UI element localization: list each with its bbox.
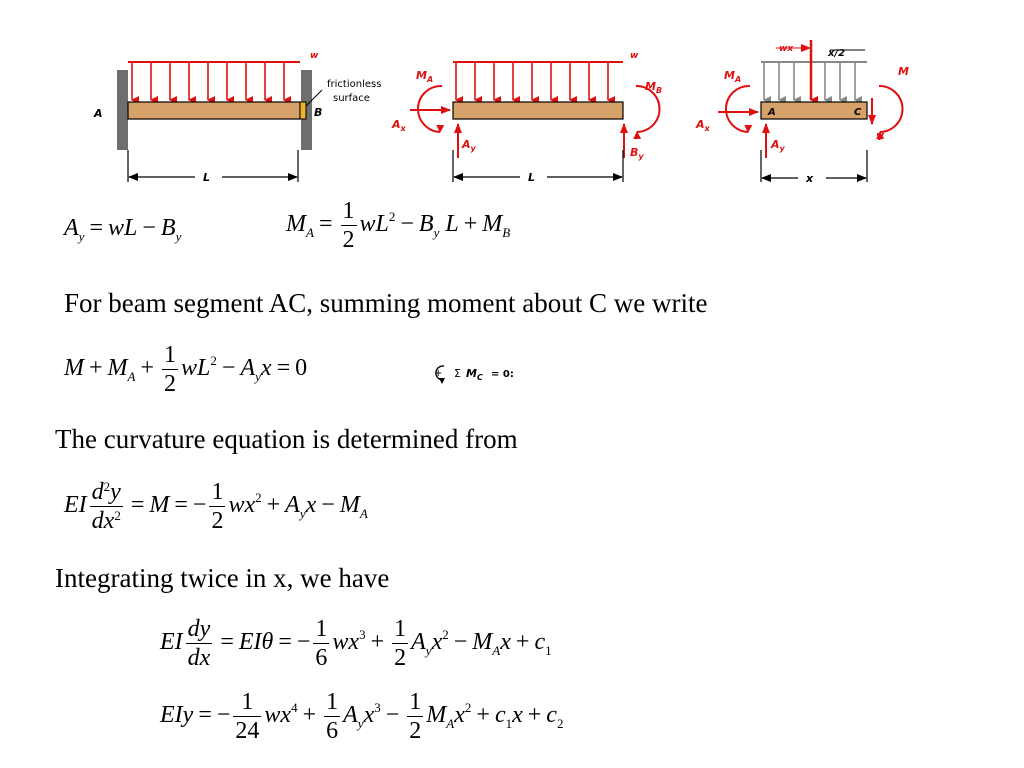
note-line-1: frictionless <box>327 79 381 90</box>
length-label: x <box>805 172 814 185</box>
figure-segment-ac: wx x/2 M MA Ax Ay A C V x <box>695 40 909 185</box>
load-label: w <box>630 51 639 61</box>
distributed-load-arrows <box>763 62 862 104</box>
frictionless-block <box>299 101 307 120</box>
equation-ay: Ay=wL−By <box>64 215 182 244</box>
moment-symbol: MC <box>466 367 483 382</box>
wall-left <box>117 70 128 150</box>
force-by-label: By <box>630 146 644 161</box>
end-b-label: B <box>314 106 322 119</box>
moment-a-label: MA <box>724 69 741 84</box>
beam <box>452 101 624 120</box>
distributed-load-arrows <box>455 62 615 104</box>
moment-sum-rest: = 0: <box>491 369 514 380</box>
length-label: L <box>203 171 210 184</box>
shear-label: V <box>876 132 885 143</box>
beam <box>127 101 301 120</box>
force-ax-label: Ax <box>391 118 407 133</box>
moment-label: M <box>898 65 909 78</box>
force-ay-label: Ay <box>770 138 786 153</box>
beam-segment <box>760 101 868 120</box>
force-ay-label: Ay <box>461 138 477 153</box>
length-label: L <box>528 171 535 184</box>
end-a-label: A <box>93 107 103 120</box>
figure-fixed-beam: w A B frictionless surface L <box>93 51 381 184</box>
text-integrating: Integrating twice in x, we have <box>55 563 390 593</box>
end-a-label: A <box>767 107 776 118</box>
distributed-load-arrows <box>131 62 291 104</box>
sigma-sign: Σ <box>454 367 461 380</box>
plus-sign: + <box>434 368 442 379</box>
half-label: x/2 <box>827 48 845 59</box>
force-ax-label: Ax <box>695 118 711 133</box>
beam-diagrams: w A B frictionless surface L <box>93 40 909 185</box>
figure-free-body: w MA MB Ax Ay By L <box>391 51 662 184</box>
end-c-label: C <box>854 107 862 118</box>
moment-b-label: MB <box>645 80 662 95</box>
moment-a-label: MA <box>416 69 433 84</box>
load-label: w <box>310 51 319 61</box>
text-segment-ac: For beam segment AC, summing moment abou… <box>64 288 708 318</box>
moment-sum-icon: + Σ MC = 0: <box>434 365 514 384</box>
note-line-2: surface <box>333 93 370 104</box>
text-curvature: The curvature equation is determined fro… <box>55 424 518 454</box>
resultant-label: wx <box>779 44 794 54</box>
